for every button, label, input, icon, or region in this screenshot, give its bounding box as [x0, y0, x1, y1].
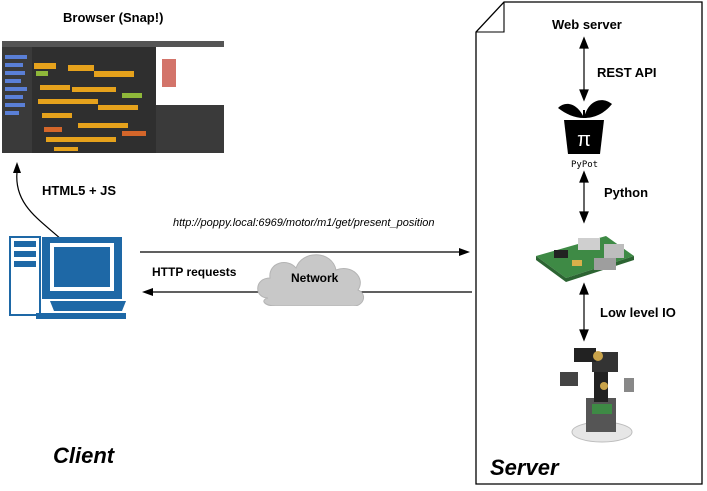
- pypot-logo-text: PyPot: [571, 160, 599, 170]
- html5-js-label: HTML5 + JS: [42, 183, 117, 198]
- client-label: Client: [53, 443, 115, 468]
- snap-browser-screenshot: [2, 41, 224, 153]
- svg-text:π: π: [577, 129, 591, 151]
- network-cloud-label: Network: [291, 271, 339, 285]
- robot-arm-icon: [560, 348, 634, 443]
- rest-api-label: REST API: [597, 65, 657, 80]
- python-label: Python: [604, 185, 649, 200]
- request-url: http://poppy.local:6969/motor/m1/get/pre…: [173, 217, 435, 229]
- web-server-label: Web server: [552, 17, 622, 32]
- network-diagram: [140, 248, 472, 306]
- http-requests-label: HTTP requests: [152, 265, 237, 279]
- raspberry-pi-icon: [536, 236, 634, 282]
- server-label: Server: [490, 455, 559, 480]
- browser-title: Browser (Snap!): [63, 10, 164, 25]
- server-document: π: [475, 1, 703, 485]
- network-cloud-icon: [257, 254, 365, 306]
- pypot-logo-icon: π: [558, 100, 612, 154]
- browser-link-arrow: [13, 162, 63, 241]
- request-arrow-head: [459, 248, 470, 256]
- desktop-computer-icon: [9, 236, 126, 319]
- low-level-io-label: Low level IO: [600, 305, 676, 320]
- response-arrow-head: [142, 288, 153, 296]
